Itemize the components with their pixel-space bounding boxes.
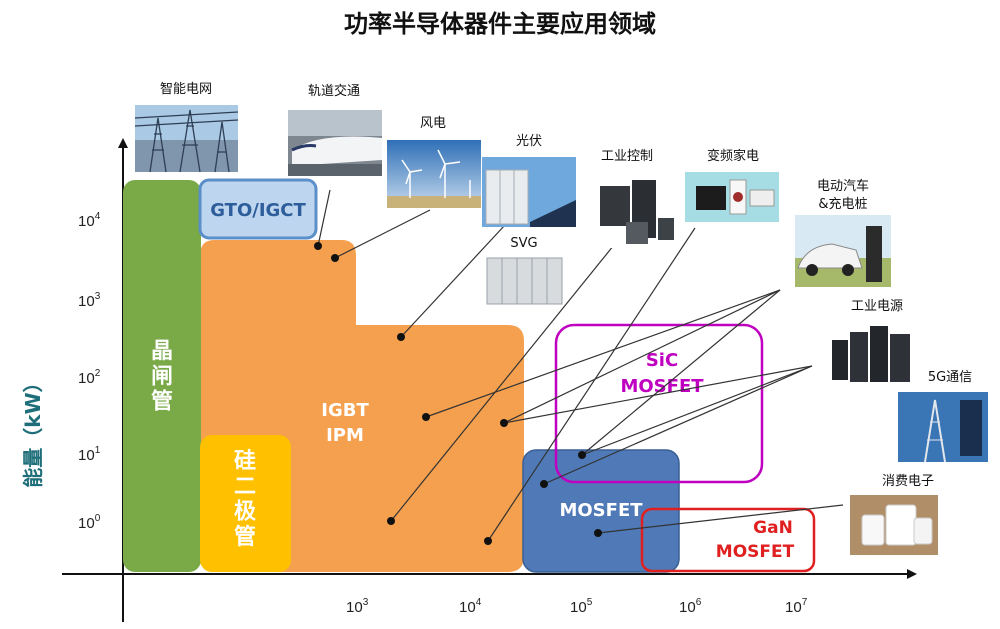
- wind-image: [387, 140, 481, 208]
- sic-mosfet-region: [554, 323, 764, 484]
- thyristor-label: 晶闸管: [151, 339, 173, 415]
- svg-cabinet-image: [486, 257, 563, 305]
- y-axis-label: 能量（kW）: [21, 372, 45, 487]
- x-tick-label: 106: [679, 597, 702, 616]
- mosfet-region: [522, 449, 680, 573]
- consumer-electronics-image: [850, 495, 938, 555]
- app-label-industrial-power: 工业电源: [851, 299, 903, 314]
- app-label-ev: 电动汽车: [817, 178, 869, 194]
- thyristor-region: [123, 180, 201, 572]
- app-label-rail: 轨道交通: [308, 83, 360, 99]
- gan-mosfet-label: MOSFET: [716, 542, 795, 562]
- app-label-svg: SVG: [510, 236, 537, 251]
- gan-label: GaN: [753, 518, 793, 538]
- sic-label: SiC: [646, 350, 678, 371]
- x-tick-label: 104: [459, 597, 482, 616]
- sic-mosfet-label: MOSFET: [620, 376, 704, 397]
- y-tick-label: 102: [78, 368, 101, 387]
- pv-image: [482, 157, 576, 227]
- connector-lines: [317, 189, 844, 542]
- connector-dots: [314, 242, 602, 545]
- rail-image: [288, 110, 382, 176]
- app-label-inverter-appliance: 变频家电: [707, 148, 759, 164]
- 5g-tower-image: [898, 392, 988, 463]
- app-label-5g: 5G通信: [928, 370, 972, 385]
- chart-title: 功率半导体器件主要应用领域: [344, 10, 656, 38]
- gto-igct-region: [198, 178, 318, 240]
- app-label-pv: 光伏: [516, 134, 542, 149]
- mosfet-label: MOSFET: [559, 500, 643, 521]
- diode-region: [200, 435, 291, 572]
- industrial-control-image: [588, 172, 676, 248]
- y-tick-label: 101: [78, 445, 101, 464]
- ipm-label: IPM: [326, 425, 364, 446]
- y-tick-label: 104: [78, 211, 101, 230]
- app-label-wind: 风电: [420, 116, 446, 131]
- app-label-charging: &充电桩: [818, 196, 867, 212]
- gan-mosfet-region: [640, 507, 816, 573]
- x-tick-label: 103: [346, 597, 369, 616]
- smart-grid-image: [134, 105, 239, 173]
- app-label-industrial-control: 工业控制: [601, 149, 653, 164]
- x-tick-labels: 103 104 105 106 107: [346, 597, 808, 616]
- y-tick-labels: 104 103 102 101 100: [78, 211, 101, 532]
- industrial-power-image: [828, 322, 916, 384]
- app-label-smart-grid: 智能电网: [160, 82, 212, 97]
- app-label-consumer: 消费电子: [882, 474, 934, 489]
- x-tick-label: 105: [570, 597, 593, 616]
- x-tick-label: 107: [785, 597, 808, 616]
- ev-charging-image: [795, 215, 891, 287]
- inverter-appliance-image: [685, 172, 779, 222]
- y-tick-label: 103: [78, 291, 101, 310]
- gto-igct-label: GTO/IGCT: [210, 200, 306, 221]
- y-tick-label: 100: [78, 513, 101, 532]
- diode-label: 硅二极管: [234, 449, 257, 550]
- igbt-label: IGBT: [321, 400, 369, 421]
